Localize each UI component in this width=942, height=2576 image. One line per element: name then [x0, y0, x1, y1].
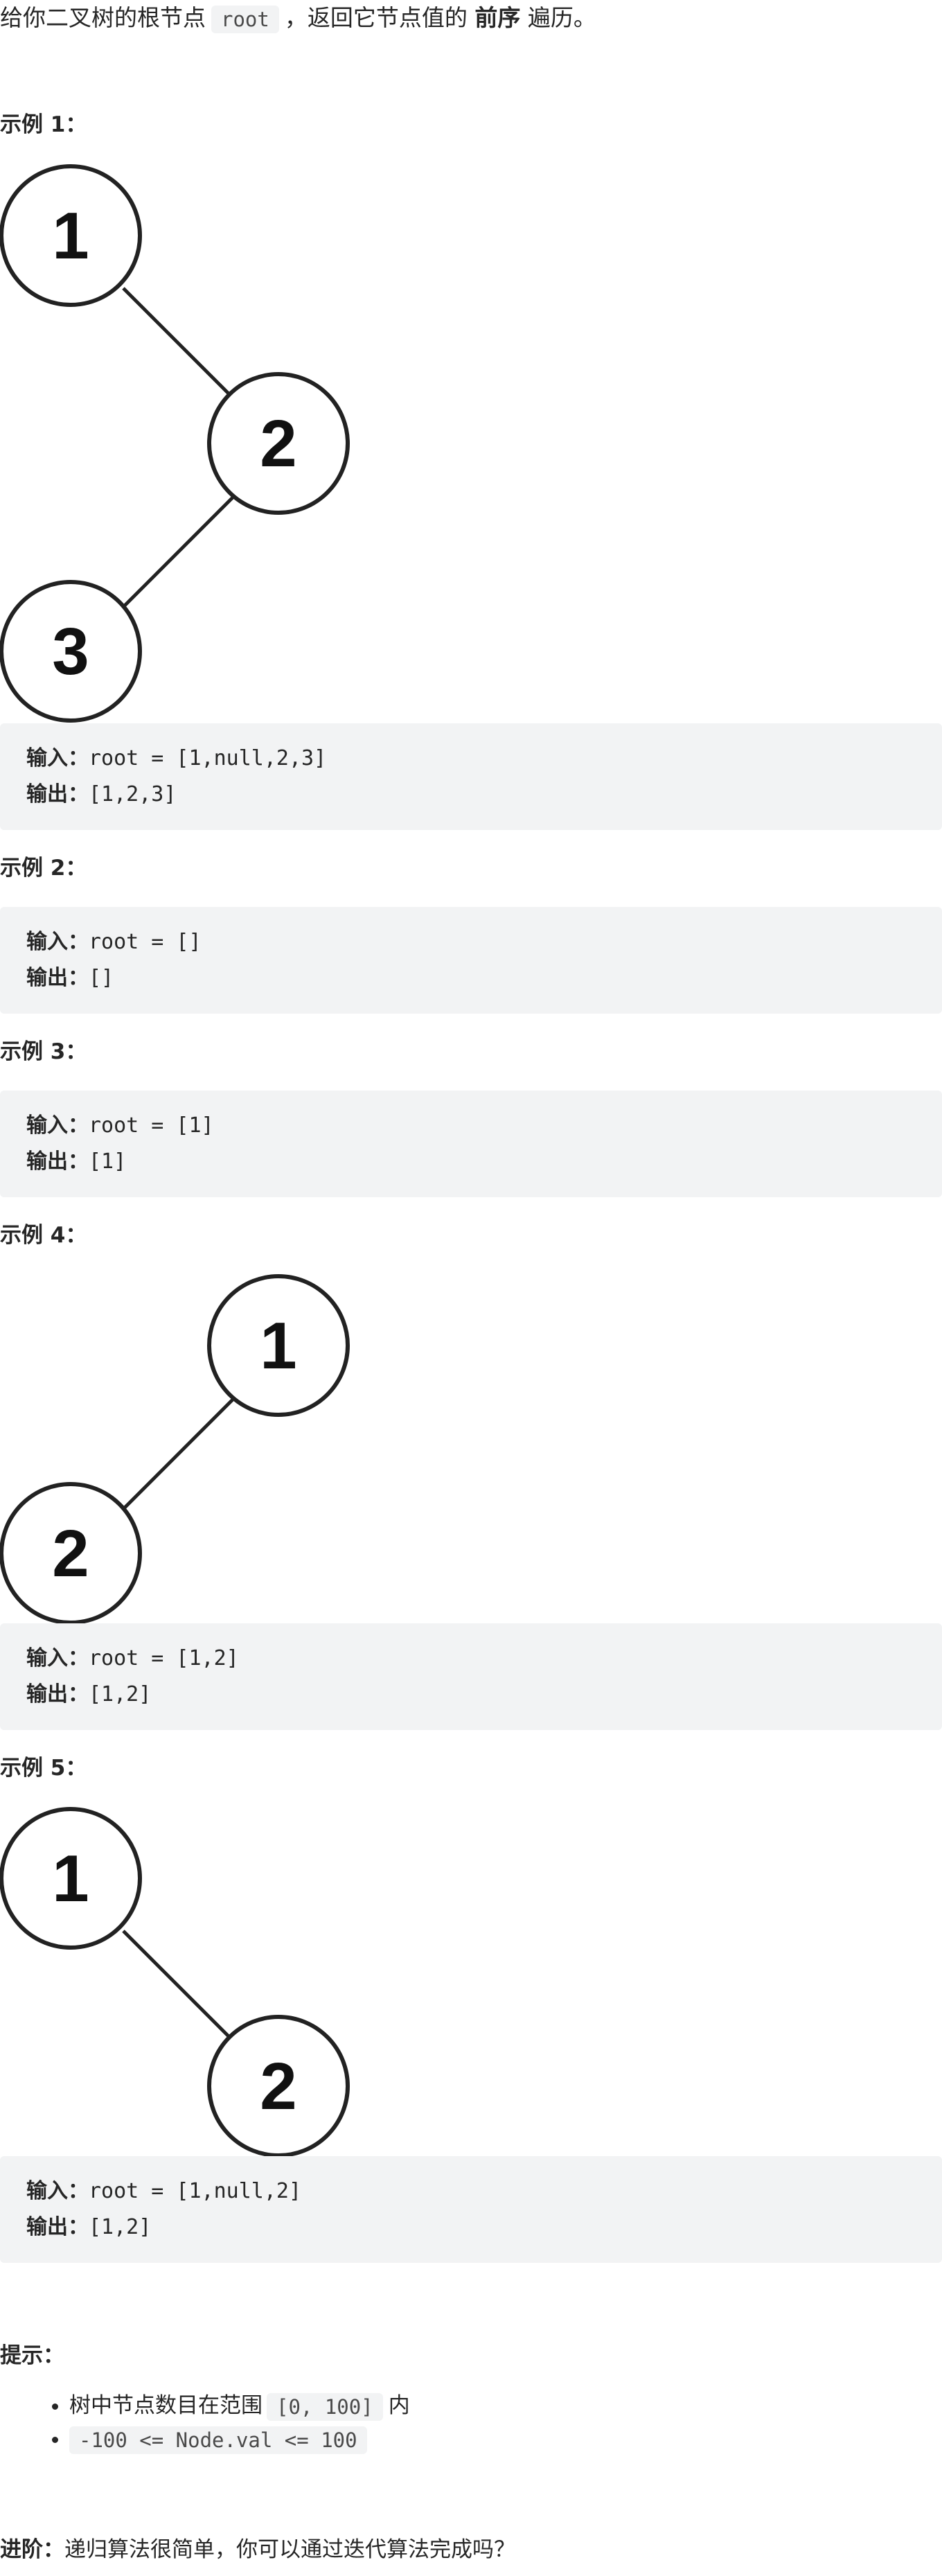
output-value: [1,2] [89, 2215, 152, 2239]
input-line: 输入：root = [] [26, 924, 942, 960]
input-label: 输入： [26, 930, 89, 954]
input-label: 输入： [26, 1646, 89, 1670]
input-line: 输入：root = [1,null,2] [26, 2173, 942, 2209]
hints-title: 提示： [0, 2343, 64, 2368]
example-5-code-block: 输入：root = [1,null,2] 输出：[1,2] [0, 2156, 942, 2263]
output-label: 输出： [26, 1682, 89, 1706]
tree-node-label: 2 [260, 407, 296, 481]
tree-node [207, 372, 350, 515]
tree-node [207, 2015, 350, 2158]
input-label: 输入： [26, 746, 89, 770]
output-line: 输出：[1,2] [26, 1677, 942, 1713]
example-1-tree-diagram: 1 2 3 [0, 164, 350, 723]
tree-node [207, 1274, 350, 1417]
example-1-title: 示例 1： [0, 112, 87, 137]
tree-node [0, 164, 142, 307]
output-label: 输出： [26, 966, 89, 990]
followup-note: 进阶：递归算法很简单，你可以通过迭代算法完成吗？ [0, 2533, 515, 2566]
tree-node [0, 1482, 142, 1625]
example-5-title: 示例 5： [0, 1756, 87, 1781]
output-value: [1,2] [89, 1682, 152, 1706]
example-2-title: 示例 2： [0, 856, 87, 881]
output-line: 输出：[1,2] [26, 2209, 942, 2246]
input-line: 输入：root = [1] [26, 1108, 942, 1144]
output-value: [1] [89, 1149, 127, 1174]
hints-list: 树中节点数目在范围[0, 100]内 -100 <= Node.val <= 1… [0, 2389, 410, 2455]
output-value: [1,2,3] [89, 782, 177, 806]
tree-edge [122, 495, 236, 608]
example-4-code-block: 输入：root = [1,2] 输出：[1,2] [0, 1623, 942, 1730]
output-label: 输出： [26, 1149, 89, 1174]
example-4-title: 示例 4： [0, 1223, 87, 1248]
input-label: 输入： [26, 2179, 89, 2203]
statement-bold-term: 前序 [474, 4, 521, 31]
tree-node-label: 1 [52, 199, 89, 273]
output-value: [] [89, 966, 114, 990]
input-value: root = [1] [89, 1113, 214, 1138]
hint-text-after: 内 [388, 2393, 410, 2418]
tree-node [0, 1807, 142, 1950]
input-line: 输入：root = [1,2] [26, 1641, 942, 1677]
tree-node-label: 1 [260, 1309, 296, 1383]
output-line: 输出：[1] [26, 1144, 942, 1180]
hint-code: -100 <= Node.val <= 100 [69, 2426, 367, 2454]
input-value: root = [1,2] [89, 1646, 239, 1670]
hint-item: 树中节点数目在范围[0, 100]内 [69, 2389, 410, 2422]
tree-node-label: 1 [52, 1842, 89, 1916]
tree-node-label: 3 [52, 615, 89, 689]
root-code: root [211, 5, 279, 33]
output-label: 输出： [26, 782, 89, 806]
tree-edge [122, 1397, 236, 1510]
input-value: root = [] [89, 930, 202, 954]
hint-text-before: 树中节点数目在范围 [69, 2393, 263, 2418]
example-1-code-block: 输入：root = [1,null,2,3] 输出：[1,2,3] [0, 723, 942, 830]
statement-text-after: 遍历。 [527, 4, 596, 31]
example-4-tree-diagram: 1 2 [0, 1274, 350, 1625]
statement-text-middle: ，返回它节点值的 [284, 4, 468, 31]
tree-edge [122, 287, 236, 400]
example-3-code-block: 输入：root = [1] 输出：[1] [0, 1091, 942, 1197]
tree-node-label: 2 [52, 1517, 89, 1591]
input-value: root = [1,null,2] [89, 2179, 302, 2203]
tree-edge [122, 1930, 236, 2043]
output-line: 输出：[1,2,3] [26, 777, 942, 813]
example-2-code-block: 输入：root = [] 输出：[] [0, 907, 942, 1014]
followup-text: 递归算法很简单，你可以通过迭代算法完成吗？ [64, 2537, 515, 2562]
output-line: 输出：[] [26, 960, 942, 996]
hint-code: [0, 100] [267, 2392, 383, 2421]
input-value: root = [1,null,2,3] [89, 746, 327, 770]
hint-item: -100 <= Node.val <= 100 [69, 2422, 410, 2455]
tree-node-label: 2 [260, 2049, 296, 2124]
tree-node [0, 580, 142, 723]
statement-text-before: 给你二叉树的根节点 [0, 4, 206, 31]
input-label: 输入： [26, 1113, 89, 1138]
example-3-title: 示例 3： [0, 1039, 87, 1064]
example-5-tree-diagram: 1 2 [0, 1807, 350, 2158]
input-line: 输入：root = [1,null,2,3] [26, 741, 942, 777]
output-label: 输出： [26, 2215, 89, 2239]
followup-label: 进阶： [0, 2537, 64, 2562]
